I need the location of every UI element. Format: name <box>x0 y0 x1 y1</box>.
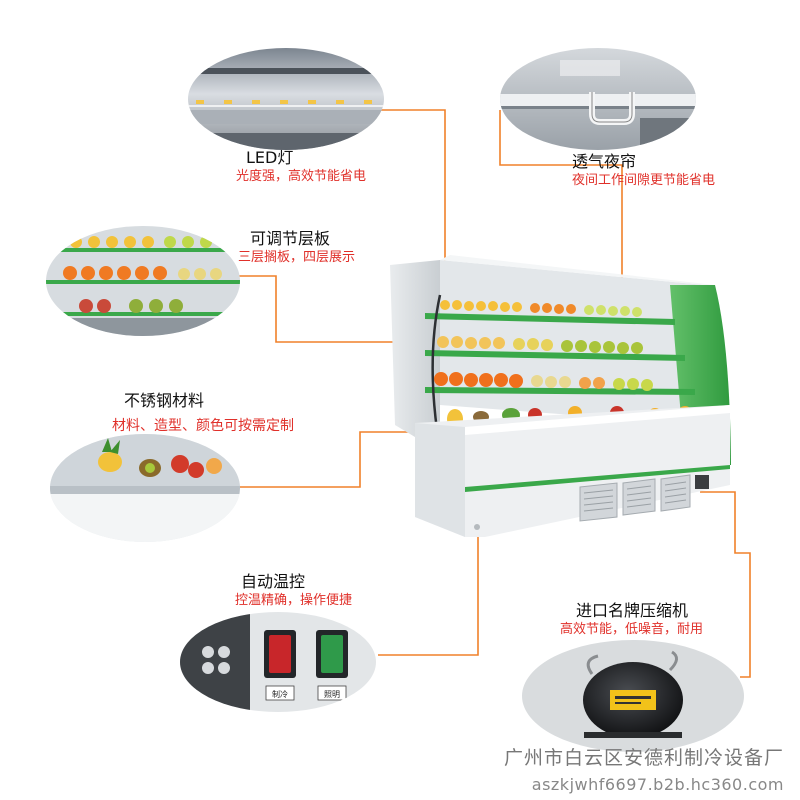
led-light-photo <box>188 48 384 150</box>
night-curtain-photo <box>500 48 696 150</box>
compressor-subtitle: 高效节能，低噪音，耐用 <box>560 622 704 637</box>
shelves-title: 可调节层板 <box>250 229 331 248</box>
callout-led: LED灯 光度强，高效节能省电 <box>236 148 366 186</box>
display-cabinet-image <box>385 255 745 550</box>
steel-title: 不锈钢材料 <box>124 391 205 410</box>
company-name: 广州市白云区安德利制冷设备厂 <box>503 747 784 769</box>
steel-subtitle: 材料、造型、颜色可按需定制 <box>112 418 294 434</box>
callout-steel: 不锈钢材料 材料、造型、颜色可按需定制 <box>112 391 294 435</box>
night-curtain-subtitle: 夜间工作间隙更节能省电 <box>572 173 716 188</box>
switch-panel-photo: 制冷 照明 <box>180 612 376 712</box>
night-curtain-title: 透气夜帘 <box>572 152 637 171</box>
compressor-title: 进口名牌压缩机 <box>576 601 689 620</box>
callout-shelves: 可调节层板 三层搁板，四层展示 <box>238 229 355 267</box>
compressor-photo <box>522 640 744 752</box>
shelves-photo <box>46 226 240 336</box>
led-title: LED灯 <box>246 148 294 167</box>
thermostat-title: 自动温控 <box>241 572 306 591</box>
thermostat-subtitle: 控温精确，操作便捷 <box>235 593 353 608</box>
callout-thermostat: 自动温控 控温精确，操作便捷 <box>235 572 352 610</box>
shelves-subtitle: 三层搁板，四层展示 <box>238 250 356 265</box>
cool-switch-label: 制冷 <box>272 689 288 699</box>
stainless-steel-photo <box>50 434 240 542</box>
website-url: aszkjwhf6697.b2b.hc360.com <box>531 775 784 794</box>
led-subtitle: 光度强，高效节能省电 <box>236 169 367 184</box>
light-switch-label: 照明 <box>324 690 340 699</box>
callout-compressor: 进口名牌压缩机 高效节能，低噪音，耐用 <box>560 601 703 639</box>
callout-night-curtain: 透气夜帘 夜间工作间隙更节能省电 <box>572 152 715 190</box>
